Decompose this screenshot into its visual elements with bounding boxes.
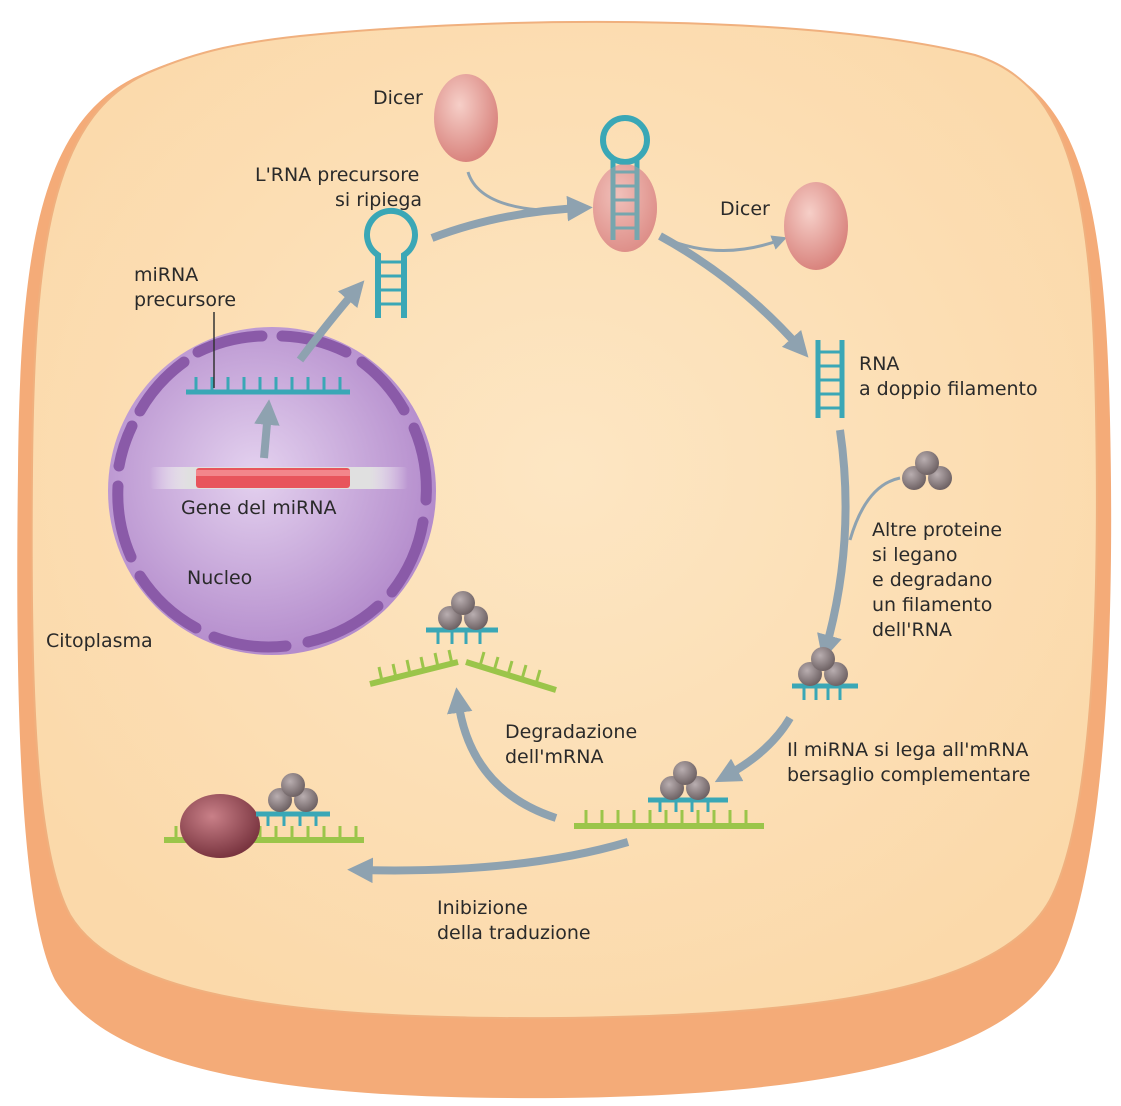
label-line: RNA [859,353,900,375]
arrow-dicer-join [466,171,541,212]
label-mirna-precursor: miRNA precursore [134,263,236,313]
label-dicer-top: Dicer [373,87,423,109]
ribosome [180,794,260,858]
label-degradation: Degradazione dell'mRNA [505,720,637,770]
label-precursor-folds: L'RNA precursore si ripiega [255,163,422,213]
arrow-to-degradation [447,687,558,822]
proteins-incoming [902,451,952,490]
inhibited-translation [164,773,364,858]
label-line: Altre proteine [872,519,1003,541]
label-line: della traduzione [437,922,591,944]
arrow-dsrna-to-risc [817,429,850,661]
nuclear-envelope [112,330,432,653]
label-line: dell'RNA [872,619,952,641]
double-strand-rna [815,340,845,418]
label-line: dell'mRNA [505,746,604,768]
label-inhibition: Inibizione della traduzione [437,896,591,946]
label-binds-target: Il miRNA si lega all'mRNA bersaglio comp… [787,738,1030,788]
mirna-gene [150,467,408,489]
label-line: Inibizione [437,897,528,919]
arrow-hairpin-to-dicer [430,195,593,242]
arrow-proteins-join [848,476,901,541]
label-line: Il miRNA si lega all'mRNA [787,739,1029,761]
dicer-protein-top [434,74,498,162]
arrow-nucleus-to-hairpin [296,280,365,363]
mirna-bound-mrna [574,761,764,829]
label-dicer-right: Dicer [720,198,770,220]
mirna-precursor-strand [186,377,350,395]
cytoplasm-area [30,20,1098,1020]
label-cytoplasm: Citoplasma [46,630,153,652]
risc-complex [792,647,858,700]
arrow-dicer-to-dsrna [658,232,809,358]
label-line: L'RNA precursore [255,164,420,186]
hairpin-precursor [364,207,418,318]
label-line: e degradano [872,569,993,591]
degraded-mrna [369,591,557,693]
label-line: miRNA [134,264,199,286]
label-line: bersaglio complementare [787,764,1031,786]
arrow-risc-to-target [714,715,794,783]
label-gene: Gene del miRNA [181,497,337,519]
label-nucleus: Nucleo [187,567,253,589]
label-double-strand: RNA a doppio filamento [859,352,1038,402]
label-line: a doppio filamento [859,378,1038,400]
label-line: un filamento [872,594,993,616]
label-other-proteins: Altre proteine si legano e degradano un … [872,518,1002,643]
nucleus [108,327,436,655]
label-line: Degradazione [505,721,638,743]
dicer-protein-right [784,182,848,270]
label-line: si legano [872,544,958,566]
label-line: precursore [134,289,237,311]
arrow-gene-to-precursor [254,399,280,459]
label-line: si ripiega [335,189,423,211]
arrow-to-inhibition [347,838,630,884]
dicer-complex [593,115,657,252]
